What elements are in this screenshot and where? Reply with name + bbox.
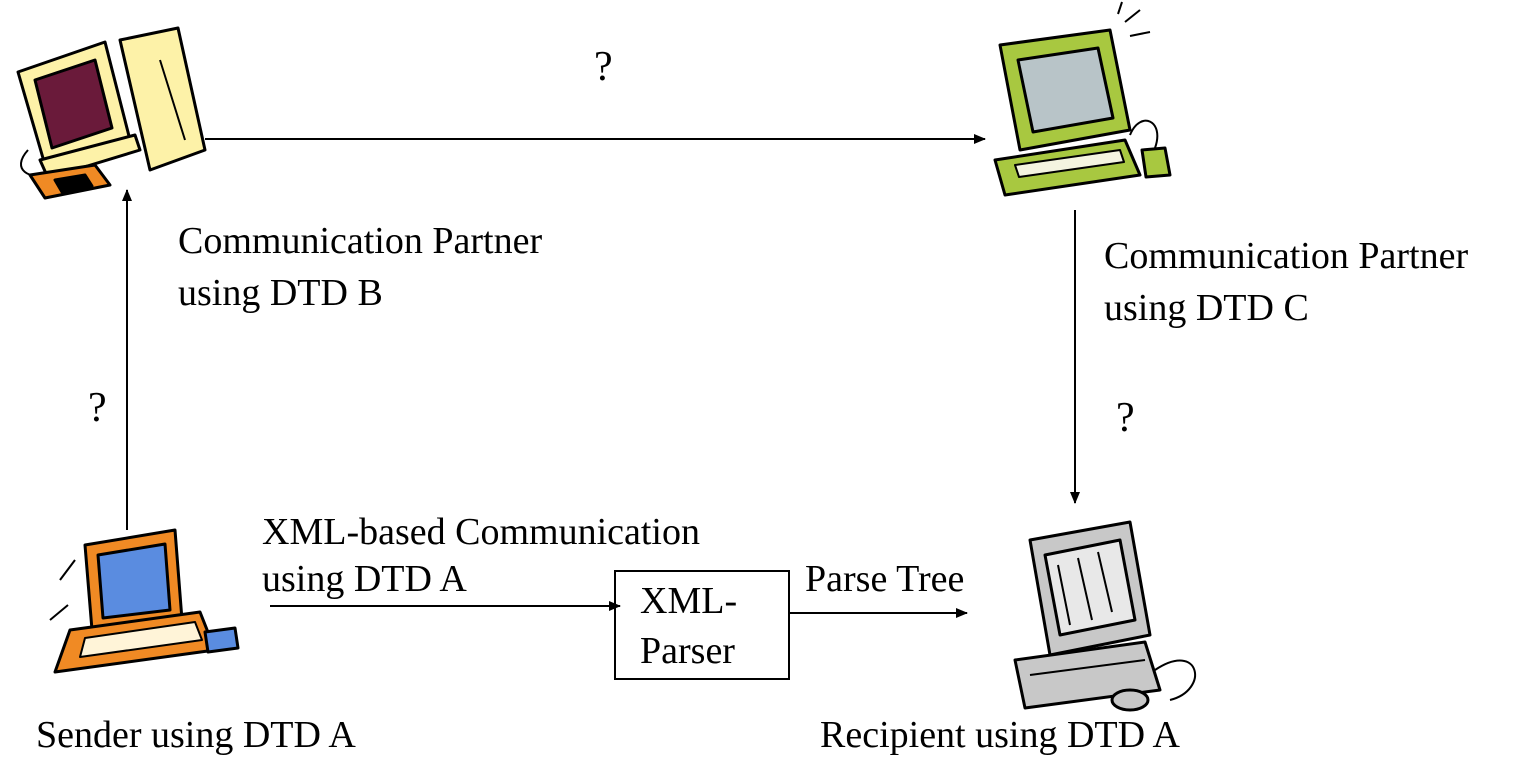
question-mark-b-to-c: ? (594, 44, 613, 90)
question-mark-sender-to-b: ? (88, 385, 107, 431)
xml-parser-box: XML- Parser (614, 570, 790, 680)
partner-b-label-line2: using DTD B (178, 272, 383, 314)
recipient-label: Recipient using DTD A (820, 714, 1180, 756)
partner-b-label-line1: Communication Partner (178, 220, 543, 262)
parse-tree-label: Parse Tree (805, 558, 965, 600)
partner-c-label-line2: using DTD C (1104, 287, 1309, 329)
question-mark-c-to-recipient: ? (1116, 395, 1135, 441)
sender-label: Sender using DTD A (36, 714, 356, 756)
communication-label-line2: using DTD A (262, 558, 467, 600)
xml-parser-label-line1: XML- (640, 580, 738, 622)
communication-label-line1: XML-based Communication (262, 511, 700, 553)
partner-c-label-line1: Communication Partner (1104, 235, 1469, 277)
xml-parser-label-line2: Parser (640, 630, 735, 672)
